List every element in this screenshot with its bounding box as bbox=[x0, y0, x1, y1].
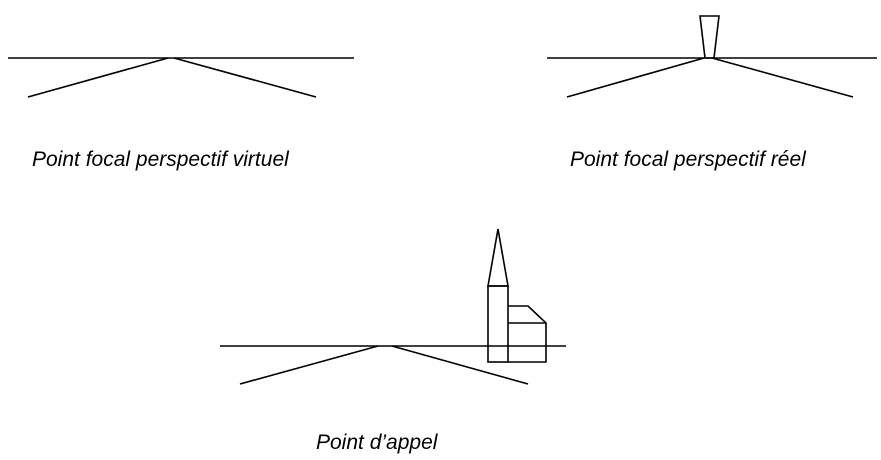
church-spire bbox=[487, 228, 509, 287]
perspective-line-left bbox=[27, 57, 169, 98]
figure-real-focal-point bbox=[547, 15, 877, 98]
caption-real-focal-point: Point focal perspectif réel bbox=[570, 148, 806, 171]
perspective-line-right bbox=[391, 345, 529, 385]
church-tower bbox=[487, 285, 509, 363]
caption-point-d-appel: Point d’appel bbox=[316, 431, 438, 454]
tapered-object bbox=[699, 15, 720, 59]
church-nave bbox=[508, 305, 547, 363]
caption-virtual-focal-point: Point focal perspectif virtuel bbox=[32, 148, 289, 171]
perspective-line-right bbox=[711, 57, 854, 98]
figure-virtual-focal-point bbox=[8, 57, 354, 98]
perspective-line-left bbox=[566, 57, 705, 98]
perspective-line-left bbox=[239, 345, 379, 385]
figure-point-d-appel bbox=[220, 228, 566, 385]
perspective-line-right bbox=[173, 57, 317, 98]
church-drawing bbox=[487, 228, 547, 363]
